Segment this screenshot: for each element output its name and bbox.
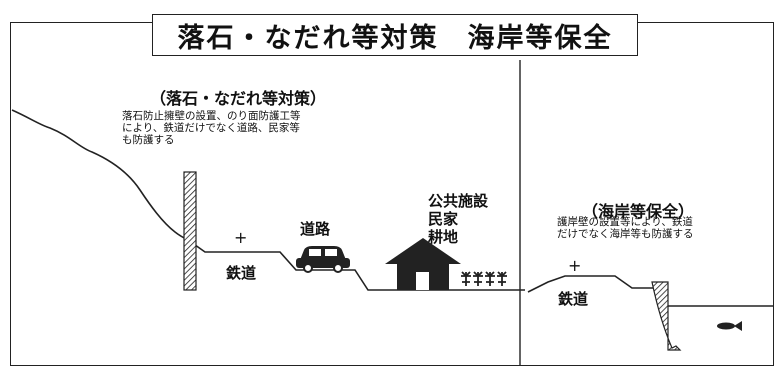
left-railway-label: 鉄道 <box>226 264 257 282</box>
left-description-line-2: により、鉄道だけでなく道路、民家等 <box>122 122 300 134</box>
car-icon <box>296 246 350 273</box>
seawall-icon <box>651 281 682 351</box>
right-terrain-line <box>527 275 655 293</box>
right-railway-label: 鉄道 <box>558 290 589 308</box>
crop-icon <box>461 271 507 286</box>
road-label: 道路 <box>300 220 331 238</box>
house-icon <box>385 238 461 290</box>
left-description-line-1: 落石防止擁壁の設置、のり面防護工等 <box>122 110 301 122</box>
retaining-wall-icon <box>183 171 197 291</box>
right-plus-marker: + <box>568 256 582 275</box>
facility-label-farmland: 耕地 <box>428 228 459 246</box>
left-heading: （落石・なだれ等対策） <box>150 89 327 108</box>
fish-icon <box>717 321 742 331</box>
left-plus-marker: + <box>234 228 248 247</box>
right-description-line-1: 護岸壁の設置等により、鉄道 <box>557 216 693 228</box>
facility-label-public: 公共施設 <box>428 192 489 210</box>
page-title: 落石・なだれ等対策 海岸等保全 <box>177 22 613 54</box>
title-box: 落石・なだれ等対策 海岸等保全 <box>152 14 638 56</box>
right-heading: （海岸等保全） <box>582 202 695 221</box>
facility-label-house: 民家 <box>428 210 459 228</box>
left-description-line-3: も防護する <box>122 134 175 146</box>
right-description-line-2: だけでなく海岸等も防護する <box>557 228 694 240</box>
